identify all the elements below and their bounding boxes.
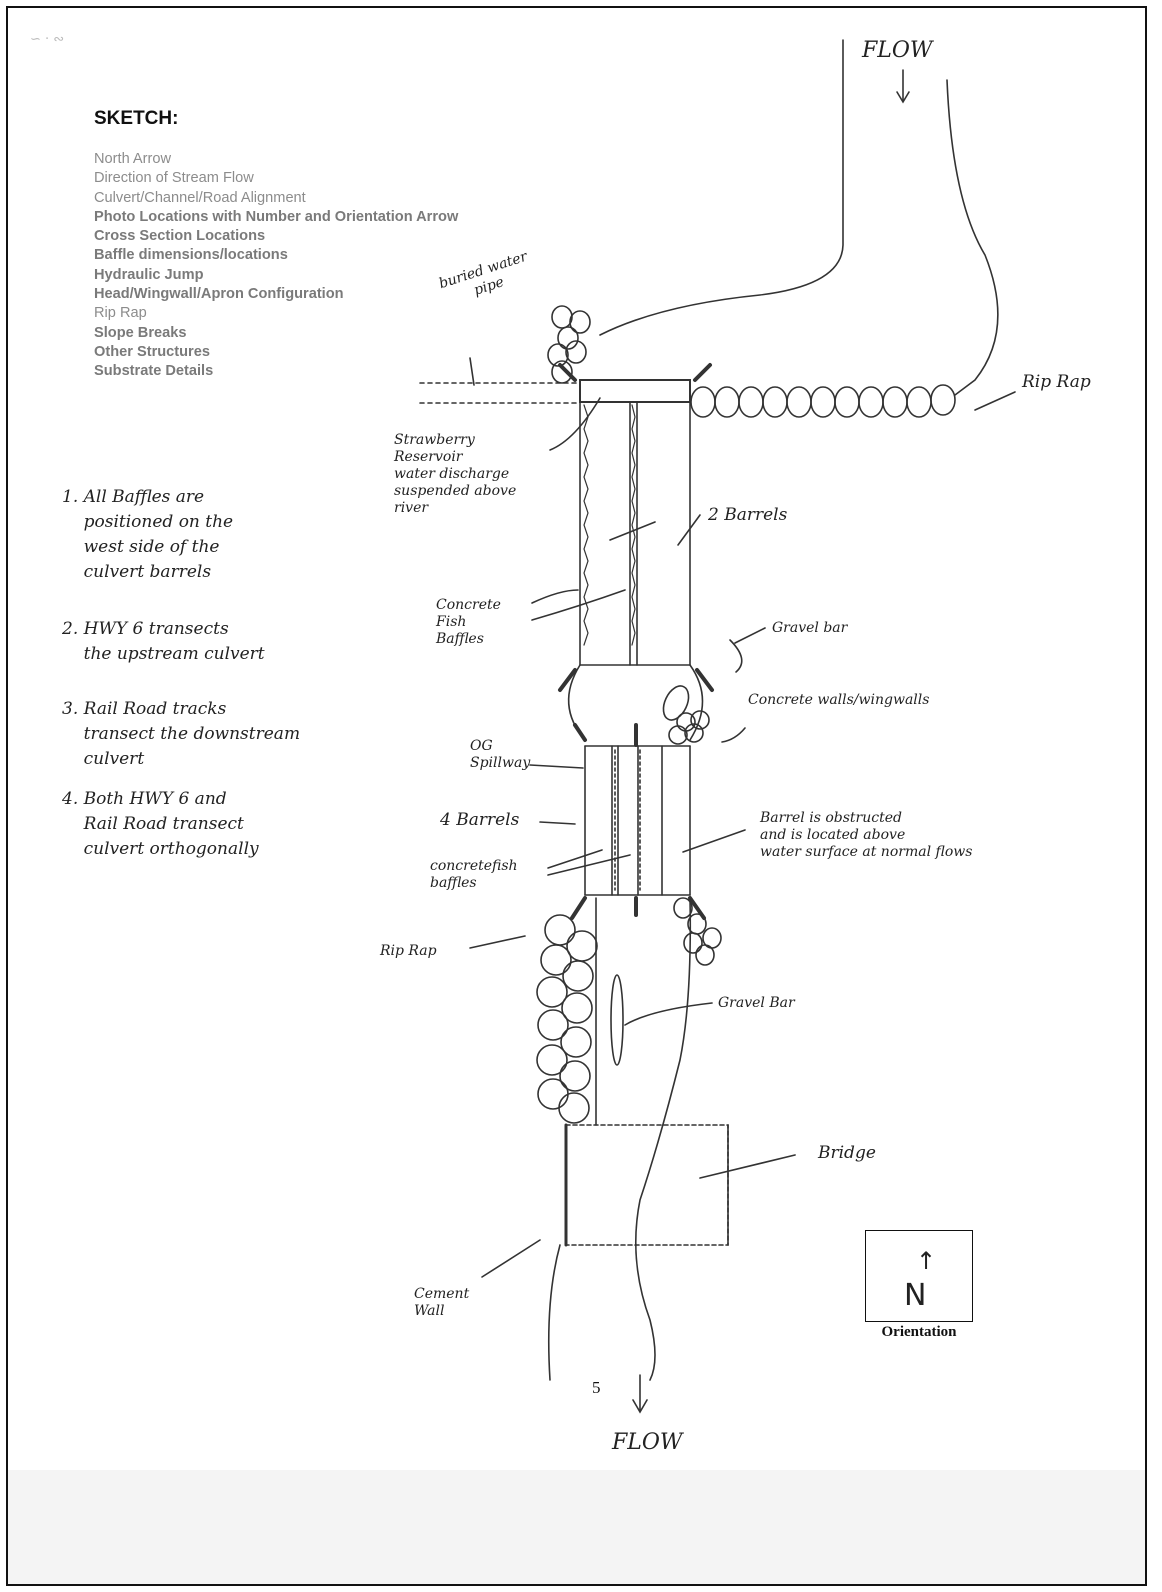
checklist-item: Culvert/Channel/Road Alignment	[94, 189, 458, 208]
checklist-item: Hydraulic Jump	[94, 266, 458, 285]
baffles-lower-leader	[548, 850, 602, 868]
checklist-item: Cross Section Locations	[94, 227, 458, 246]
north-arrow-icon: ↑	[916, 1251, 936, 1271]
two-barrels-leader	[678, 515, 700, 545]
gravel-bar-lower-label: Gravel Bar	[718, 995, 795, 1012]
upper-baffle-zigzag	[584, 405, 588, 645]
bridge-label: Bridge	[818, 1143, 876, 1163]
downstream-left-bank-lower	[549, 1245, 560, 1380]
wingwall	[572, 898, 585, 918]
strawberry-leader	[550, 398, 600, 450]
cement-wall-leader	[482, 1240, 540, 1277]
concrete-baffles-upper-label: Concrete Fish Baffles	[436, 597, 501, 648]
concrete-baffles-lower-label: concretefish baffles	[430, 858, 518, 892]
four-barrels-label: 4 Barrels	[440, 810, 519, 830]
downstream-right-bank	[636, 898, 691, 1380]
checklist-item: North Arrow	[94, 150, 458, 169]
note-1: 1. All Baffles are positioned on the wes…	[62, 485, 233, 585]
checklist-item: Baffle dimensions/locations	[94, 246, 458, 265]
walls-leader	[730, 640, 742, 672]
rip-rap-middle	[669, 711, 709, 744]
gravel-bar-upper-leader	[735, 628, 765, 643]
sketch-checklist: North Arrow Direction of Stream Flow Cul…	[94, 150, 458, 382]
gravel-bar-upper-label: Gravel bar	[772, 620, 847, 637]
rip-rap-right-label: Rip Rap	[1022, 372, 1091, 392]
bridge-leader	[700, 1155, 795, 1178]
page-number: 5	[592, 1378, 601, 1398]
flow-label-bottom: FLOW	[612, 1430, 683, 1455]
wingwall	[695, 365, 710, 380]
checklist-item: Photo Locations with Number and Orientat…	[94, 208, 458, 227]
checklist-item: Other Structures	[94, 343, 458, 362]
note-4: 4. Both HWY 6 and Rail Road transect cul…	[62, 787, 259, 862]
rip-rap-downstream-left	[537, 915, 597, 1123]
note-3: 3. Rail Road tracks transect the downstr…	[62, 697, 300, 772]
gravel-bar-lower-leader	[625, 1003, 712, 1025]
corner-smudge: ∽ · ∾	[30, 32, 64, 47]
upstream-right-bank	[947, 80, 998, 395]
bridge-deck	[566, 1125, 728, 1245]
four-barrels-leader	[540, 822, 575, 824]
barrel-obstructed-label: Barrel is obstructed and is located abov…	[760, 810, 972, 861]
wingwall	[575, 725, 585, 740]
wingwall	[697, 670, 712, 690]
strawberry-label: Strawberry Reservoir water discharge sus…	[394, 432, 516, 517]
rip-rap-upstream-right	[691, 385, 955, 417]
upper-gravel-bar	[658, 682, 693, 724]
rip-rap-right-leader	[975, 392, 1015, 410]
spillway-leader	[530, 765, 583, 768]
upper-culvert-headwall	[580, 380, 690, 402]
checklist-item: Head/Wingwall/Apron Configuration	[94, 285, 458, 304]
buried-pipe-leader	[470, 358, 474, 385]
checklist-item: Rip Rap	[94, 304, 458, 323]
upstream-left-bank	[600, 40, 843, 335]
cement-wall-label: Cement Wall	[414, 1286, 469, 1320]
og-spillway-label: OG Spillway	[470, 738, 530, 772]
note-2: 2. HWY 6 transects the upstream culvert	[62, 617, 265, 667]
rip-rap-left-label: Rip Rap	[380, 943, 437, 960]
flow-label-top: FLOW	[862, 38, 933, 63]
checklist-item: Direction of Stream Flow	[94, 169, 458, 188]
two-barrels-label: 2 Barrels	[708, 505, 787, 525]
north-letter: N	[904, 1281, 926, 1311]
upper-baffle-zigzag	[632, 405, 635, 645]
baffles-upper-leader	[532, 590, 578, 603]
walls-leader-b	[722, 728, 745, 742]
lower-gravel-bar	[611, 975, 623, 1065]
orientation-label: Orientation	[865, 1324, 973, 1341]
north-arrow-box: ↑ N	[865, 1230, 973, 1322]
concrete-walls-label: Concrete walls/wingwalls	[748, 692, 929, 709]
checklist-item: Substrate Details	[94, 362, 458, 381]
obstructed-leader	[683, 830, 745, 852]
rip-rap-left-leader	[470, 936, 525, 948]
baffles-upper-leader-b	[532, 590, 625, 620]
sketch-title: SKETCH:	[94, 108, 178, 130]
checklist-item: Slope Breaks	[94, 324, 458, 343]
